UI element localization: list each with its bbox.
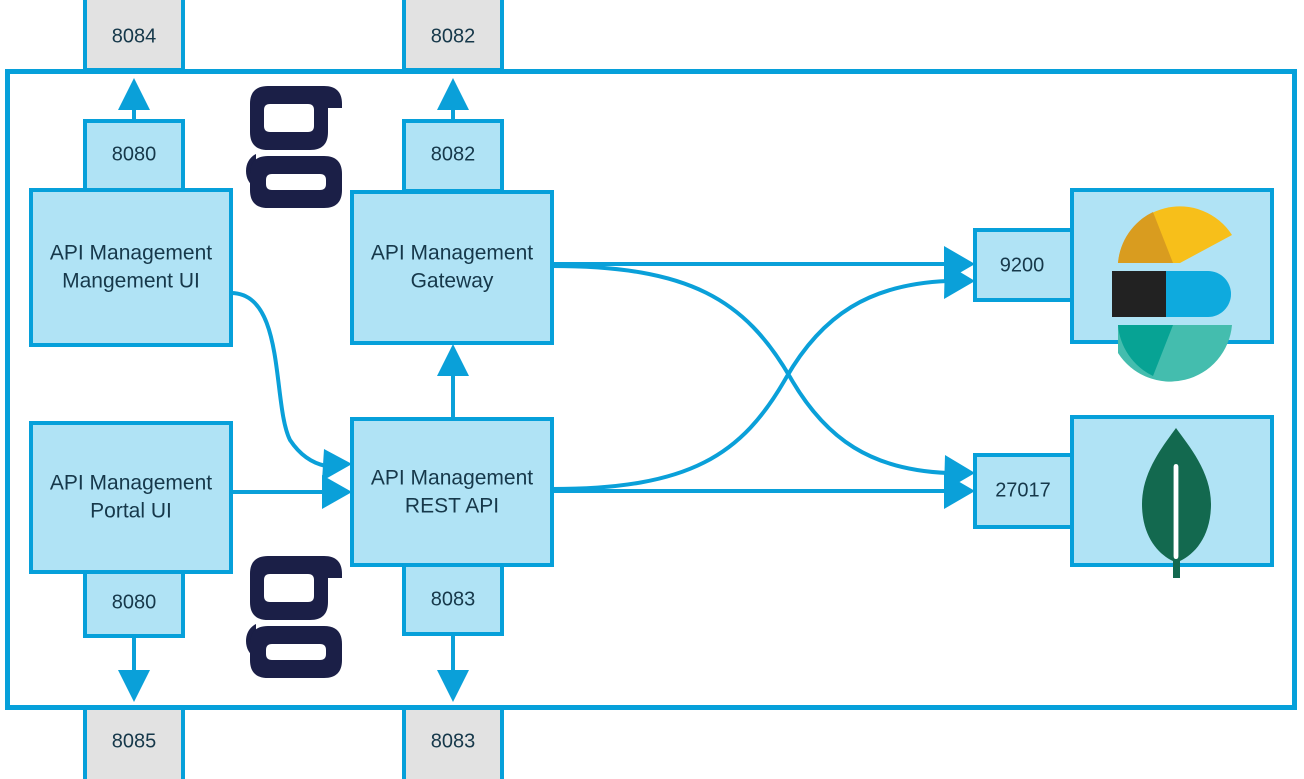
mongodb-leaf-logo xyxy=(1142,428,1211,578)
gateway-label-line1: API Management xyxy=(371,242,533,265)
host-port-8084: 8084 xyxy=(83,0,185,72)
connection-8082-to-8082 xyxy=(437,78,469,122)
gravitee-g-logo-bottom xyxy=(246,556,342,678)
gravitee-g-logo-top xyxy=(246,86,342,208)
rest-api-label-line2: REST API xyxy=(405,495,499,518)
portal-ui-label-line1: API Management xyxy=(50,472,212,495)
connection-rest-api-to-mongodb xyxy=(552,473,975,509)
host-port-8084-label: 8084 xyxy=(112,25,157,47)
management-ui-port: 8080 xyxy=(83,119,185,193)
rest-api-label-line1: API Management xyxy=(371,467,533,490)
connection-8080-to-8084 xyxy=(118,78,150,122)
host-port-8083: 8083 xyxy=(402,706,504,779)
connection-8083-to-8083 xyxy=(437,634,469,702)
portal-ui-port-label: 8080 xyxy=(112,591,157,613)
elasticsearch-port: 9200 xyxy=(973,228,1077,302)
connection-rest-api-to-gateway xyxy=(437,344,469,419)
connection-management-ui-to-rest-api xyxy=(230,291,352,481)
connection-rest-api-to-elasticsearch xyxy=(551,263,975,491)
connection-gateway-to-elasticsearch xyxy=(552,246,975,282)
elasticsearch-port-label: 9200 xyxy=(1000,254,1045,276)
connection-gateway-to-mongodb xyxy=(551,264,975,491)
gateway-port: 8082 xyxy=(402,119,504,193)
node-management-ui[interactable]: API Management Mangement UI xyxy=(29,188,233,347)
portal-ui-port: 8080 xyxy=(83,569,185,638)
node-mongodb[interactable] xyxy=(1070,415,1274,578)
connection-8080-to-8085 xyxy=(118,636,150,702)
management-ui-label-line1: API Management xyxy=(50,242,212,265)
node-portal-ui[interactable]: API Management Portal UI xyxy=(29,421,233,574)
gateway-label-line2: Gateway xyxy=(411,270,494,293)
portal-ui-label-line2: Portal UI xyxy=(90,500,172,523)
mongodb-port-label: 27017 xyxy=(995,479,1051,501)
host-port-8085: 8085 xyxy=(83,706,185,779)
rest-api-port-label: 8083 xyxy=(431,588,476,610)
management-ui-port-label: 8080 xyxy=(112,143,157,165)
host-port-8083-label: 8083 xyxy=(431,730,476,752)
host-boundary xyxy=(5,69,1297,710)
node-elasticsearch[interactable] xyxy=(1070,188,1274,382)
host-port-8085-label: 8085 xyxy=(112,730,157,752)
mongodb-port: 27017 xyxy=(973,453,1077,529)
host-port-8082: 8082 xyxy=(402,0,504,72)
node-gateway[interactable]: API Management Gateway xyxy=(350,190,554,345)
elasticsearch-logo xyxy=(1112,206,1232,382)
management-ui-label-line2: Mangement UI xyxy=(62,270,200,293)
rest-api-port: 8083 xyxy=(402,562,504,636)
node-rest-api[interactable]: API Management REST API xyxy=(350,417,554,567)
gateway-port-label: 8082 xyxy=(431,143,476,165)
host-port-8082-label: 8082 xyxy=(431,25,476,47)
connection-portal-ui-to-rest-api xyxy=(231,475,352,509)
